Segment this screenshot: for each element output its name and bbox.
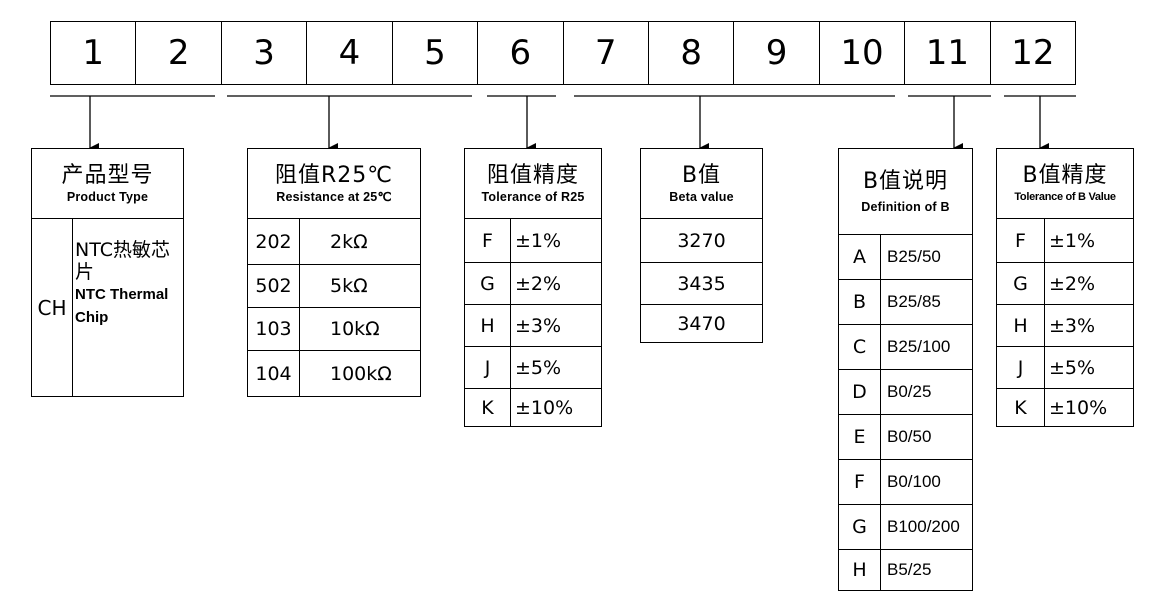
b-definition-code: G [838,504,881,550]
product-description: NTC热敏芯片 NTC Thermal Chip [71,218,185,397]
product-type-title-en: Product Type [66,189,149,204]
digit-cell: 2 [136,22,222,84]
product-desc-cn: NTC热敏芯片 [75,239,170,283]
b-tolerance-value: ±2% [1043,262,1135,305]
digit-cell: 8 [649,22,735,84]
product-type-table: 产品型号 Product Type CH NTC热敏芯片 NTC Thermal… [30,148,185,397]
b-definition-value: B0/100 [880,459,973,505]
resistance-value: 2kΩ [299,218,421,265]
b-tolerance-value: ±10% [1043,388,1135,427]
product-type-header: 产品型号 Product Type [30,148,185,219]
resistance-title-cn: 阻值R25℃ [275,162,393,188]
resistance-value: 5kΩ [299,264,421,308]
b-tolerance-table: B值精度 Tolerance of B Value F±1% G±2% H±3%… [995,148,1135,427]
b-definition-code: A [838,234,881,280]
beta-value: 3435 [640,262,763,305]
tolerance-code: F [464,218,511,263]
resistance-value: 100kΩ [299,350,421,397]
digit-position-strip: 1 2 3 4 5 6 7 8 9 10 11 12 [50,21,1076,85]
digit-cell: 3 [222,22,308,84]
resistance-tolerance-header: 阻值精度 Tolerance of R25 [464,148,602,219]
b-definition-value: B0/25 [880,369,973,415]
digit-cell: 10 [820,22,906,84]
b-definition-value: B25/100 [880,324,973,370]
product-desc-en: NTC Thermal Chip [75,286,169,326]
product-type-title-cn: 产品型号 [61,162,154,188]
resistance-tolerance-title-en: Tolerance of R25 [481,189,585,204]
tolerance-code: H [464,304,511,347]
b-definition-code: E [838,414,881,460]
product-code: CH [31,218,73,397]
digit-cell: 6 [478,22,564,84]
b-definition-code: C [838,324,881,370]
resistance-tolerance-title-cn: 阻值精度 [486,162,579,188]
b-definition-code: F [838,459,881,505]
digit-cell: 5 [393,22,479,84]
beta-value: 3470 [640,304,763,343]
tolerance-value: ±2% [510,262,602,305]
b-definition-title-en: Definition of B [861,199,950,214]
b-definition-value: B100/200 [880,504,973,550]
b-tolerance-code: H [996,304,1045,347]
digit-cell: 11 [905,22,991,84]
tolerance-value: ±1% [510,218,602,263]
resistance-code: 502 [247,264,300,308]
tolerance-value: ±5% [510,346,602,389]
resistance-code: 104 [247,350,300,397]
beta-value-header: B值 Beta value [640,148,763,219]
b-definition-value: B0/50 [880,414,973,460]
digit-cell: 1 [51,22,137,84]
b-tolerance-code: F [996,218,1045,263]
b-tolerance-title-en: Tolerance of B Value [1014,190,1116,203]
b-definition-code: B [838,279,881,325]
b-definition-value: B25/50 [880,234,973,280]
resistance-code: 202 [247,218,300,265]
b-tolerance-value: ±5% [1043,346,1135,389]
b-tolerance-value: ±3% [1043,304,1135,347]
b-definition-value: B5/25 [880,549,973,591]
b-definition-header: B值说明 Definition of B [838,148,973,235]
digit-cell: 12 [1011,33,1055,73]
resistance-value: 10kΩ [299,307,421,351]
b-definition-code: H [838,549,881,591]
tolerance-value: ±10% [510,388,602,427]
resistance-title-en: Resistance at 25℃ [276,189,392,204]
b-definition-title-cn: B值说明 [862,168,949,194]
beta-value: 3270 [640,218,763,263]
beta-value-table: B值 Beta value 3270 3435 3470 [640,148,763,343]
tolerance-code: K [464,388,511,427]
resistance-tolerance-table: 阻值精度 Tolerance of R25 F±1% G±2% H±3% J±5… [464,148,602,427]
b-tolerance-title-cn: B值精度 [1022,162,1108,188]
b-tolerance-code: J [996,346,1045,389]
tolerance-code: G [464,262,511,305]
digit-cell: 9 [734,22,820,84]
tolerance-value: ±3% [510,304,602,347]
b-definition-value: B25/85 [880,279,973,325]
digit-cell: 4 [307,22,393,84]
resistance-header: 阻值R25℃ Resistance at 25℃ [247,148,421,219]
tolerance-code: J [464,346,511,389]
b-tolerance-header: B值精度 Tolerance of B Value [995,148,1135,219]
b-definition-code: D [838,369,881,415]
beta-value-title-cn: B值 [681,162,722,188]
digit-cell: 7 [564,22,649,84]
b-tolerance-value: ±1% [1043,218,1135,263]
b-tolerance-code: K [996,388,1045,427]
b-tolerance-code: G [996,262,1045,305]
resistance-code: 103 [247,307,300,351]
beta-value-title-en: Beta value [669,189,734,204]
